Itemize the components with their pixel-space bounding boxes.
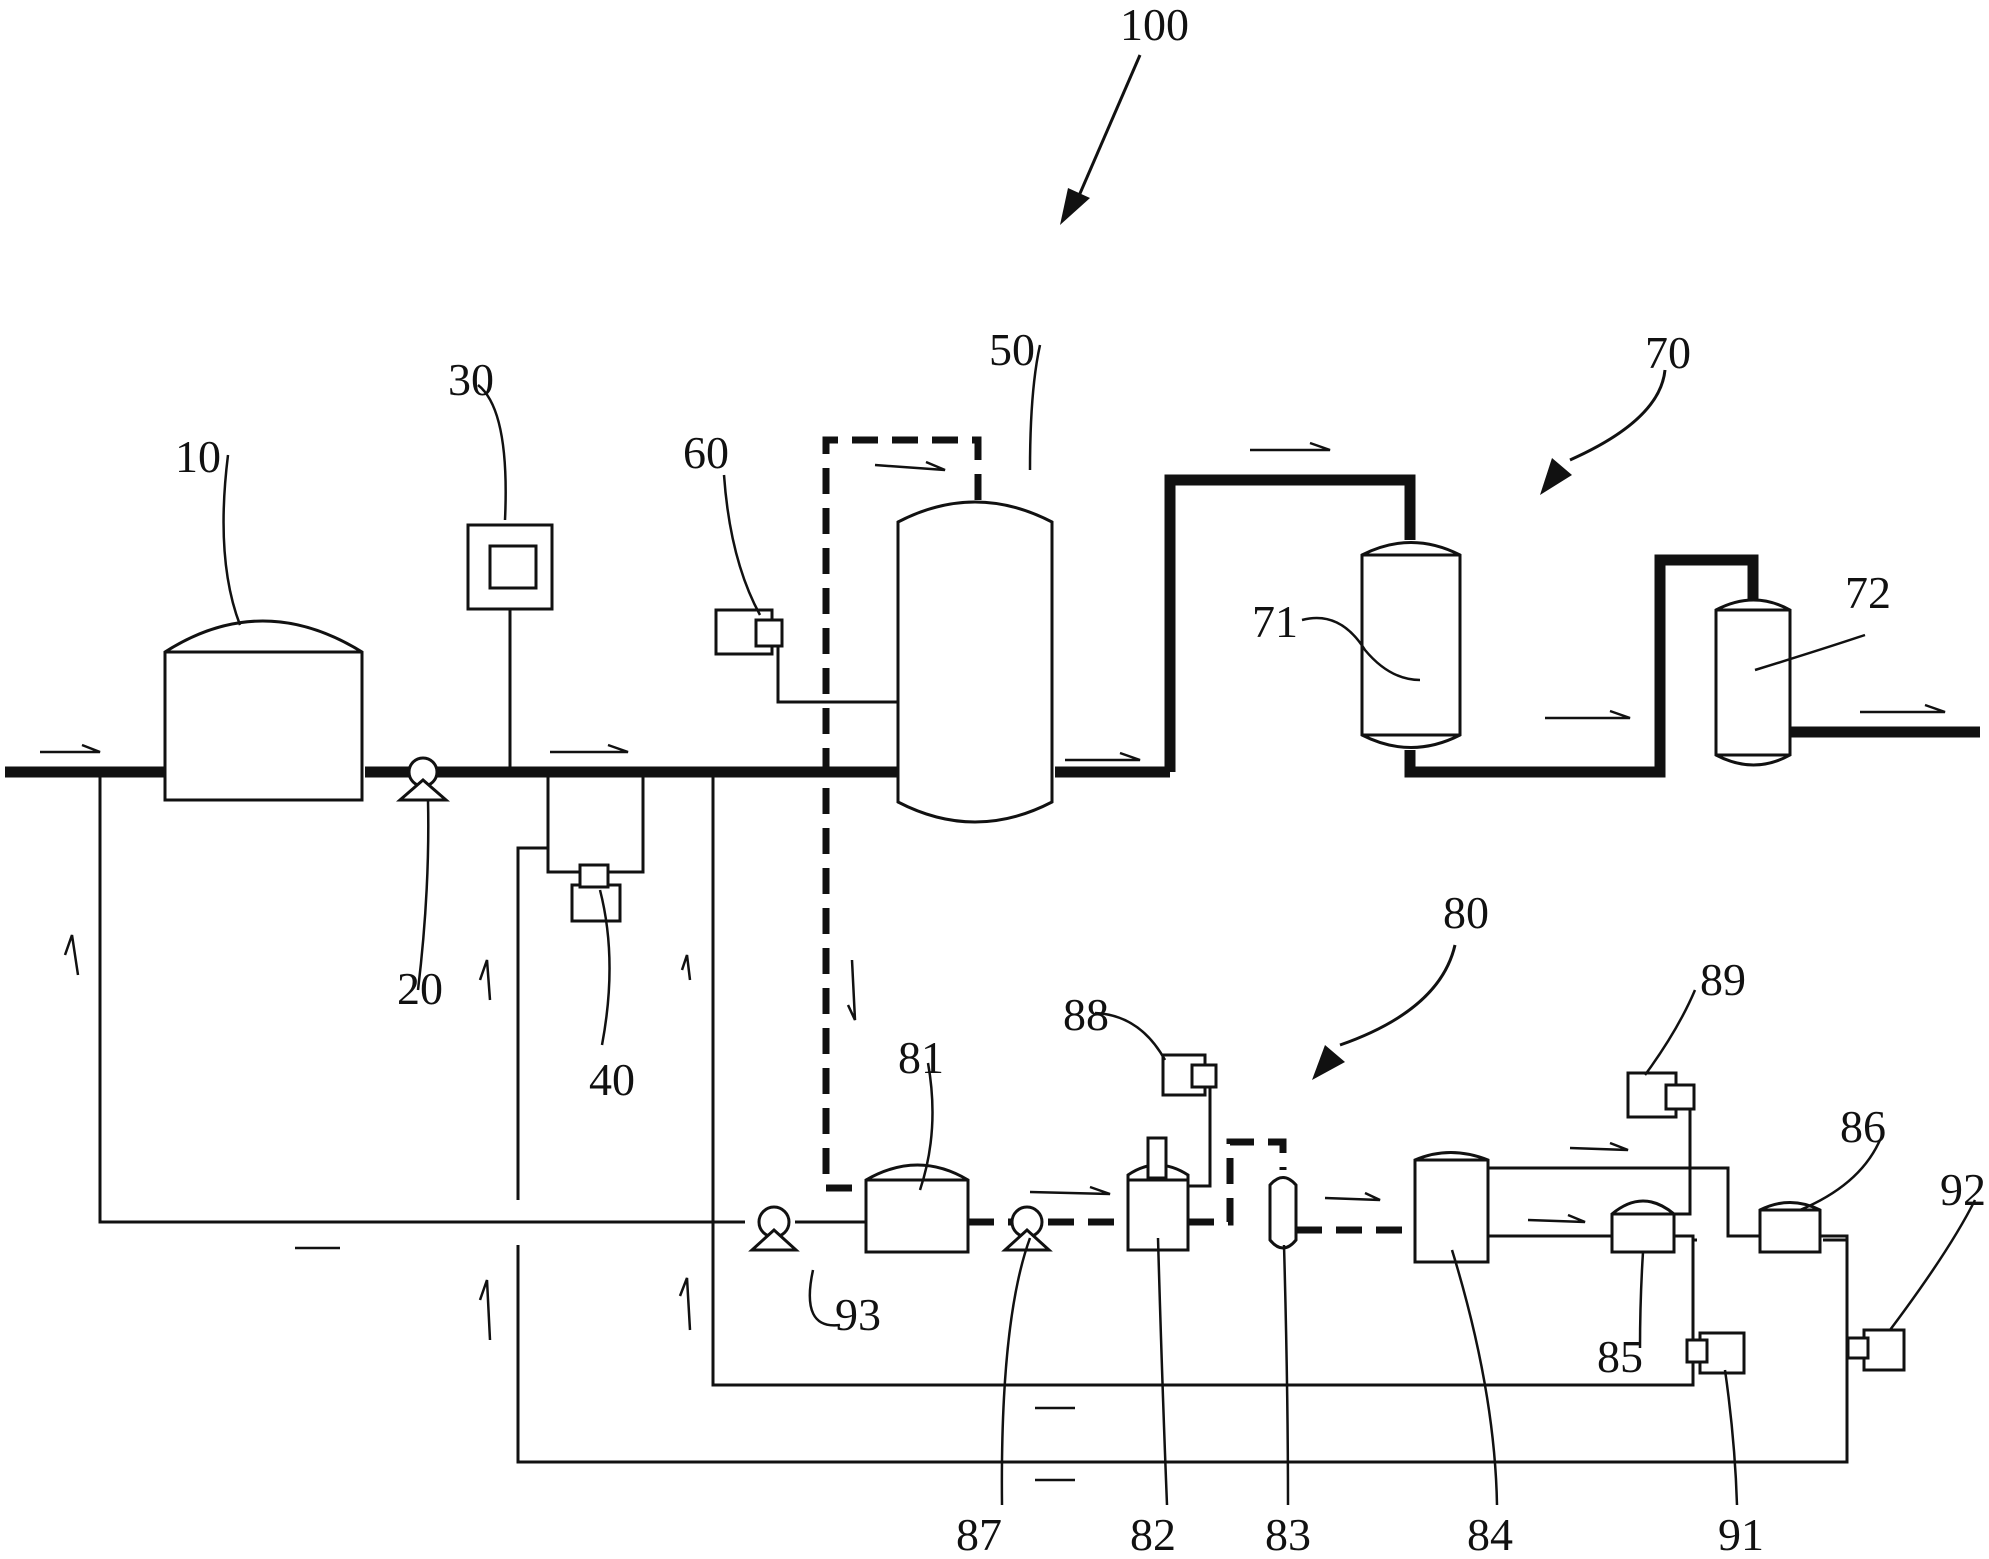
vessel-84 — [1413, 1141, 1760, 1264]
label-86: 86 — [1840, 1101, 1886, 1152]
filter-83 — [1268, 1176, 1418, 1250]
label-50: 50 — [989, 324, 1035, 375]
label-89: 89 — [1700, 954, 1746, 1005]
vessel-86 — [1758, 1201, 1849, 1340]
pump-93 — [748, 1205, 800, 1252]
label-10: 10 — [175, 431, 221, 482]
label-82: 82 — [1130, 1509, 1176, 1559]
label-71: 71 — [1252, 596, 1298, 647]
tank-81 — [864, 1163, 970, 1254]
main-flow-arrows — [40, 441, 1946, 762]
label-72: 72 — [1845, 567, 1891, 618]
label-70: 70 — [1645, 327, 1691, 378]
label-30: 30 — [448, 354, 494, 405]
group-80-pointer — [1312, 944, 1457, 1080]
label-92: 92 — [1940, 1164, 1986, 1215]
label-93: 93 — [835, 1289, 881, 1340]
label-40: 40 — [589, 1054, 635, 1105]
main-pipeline — [5, 474, 1980, 778]
label-60: 60 — [683, 427, 729, 478]
vessel-71 — [1360, 541, 1462, 749]
label-100: 100 — [1120, 0, 1189, 50]
pump-87 — [968, 1185, 1128, 1252]
dosing-60 — [714, 608, 898, 704]
dosing-88 — [1161, 1053, 1218, 1097]
label-84: 84 — [1467, 1509, 1513, 1559]
label-87: 87 — [956, 1509, 1002, 1559]
controller-30 — [466, 523, 554, 772]
label-20: 20 — [397, 963, 443, 1014]
tank-10 — [163, 619, 364, 802]
system-pointer-arrow — [1060, 54, 1142, 225]
label-85: 85 — [1597, 1331, 1643, 1382]
label-83: 83 — [1265, 1509, 1311, 1559]
labels: 100 10 20 30 40 50 60 70 71 72 80 81 82 … — [175, 0, 1986, 1559]
tank-50 — [896, 500, 1054, 824]
label-81: 81 — [898, 1032, 944, 1083]
vessel-72 — [1714, 598, 1792, 767]
group-70-pointer — [1540, 369, 1667, 495]
bypass-40 — [546, 772, 645, 923]
label-88: 88 — [1063, 989, 1109, 1040]
dosing-92 — [1846, 1328, 1906, 1372]
unit-82 — [1126, 1078, 1287, 1252]
dosing-91 — [1685, 1331, 1746, 1375]
dosing-89 — [1626, 1071, 1696, 1119]
label-80: 80 — [1443, 887, 1489, 938]
vessel-85 — [1610, 1100, 1695, 1340]
dashed-return-line — [822, 436, 982, 1192]
leader-lines — [222, 344, 1977, 1506]
pump-20 — [395, 756, 451, 802]
return-lines — [63, 772, 1849, 1482]
label-91: 91 — [1718, 1509, 1764, 1559]
